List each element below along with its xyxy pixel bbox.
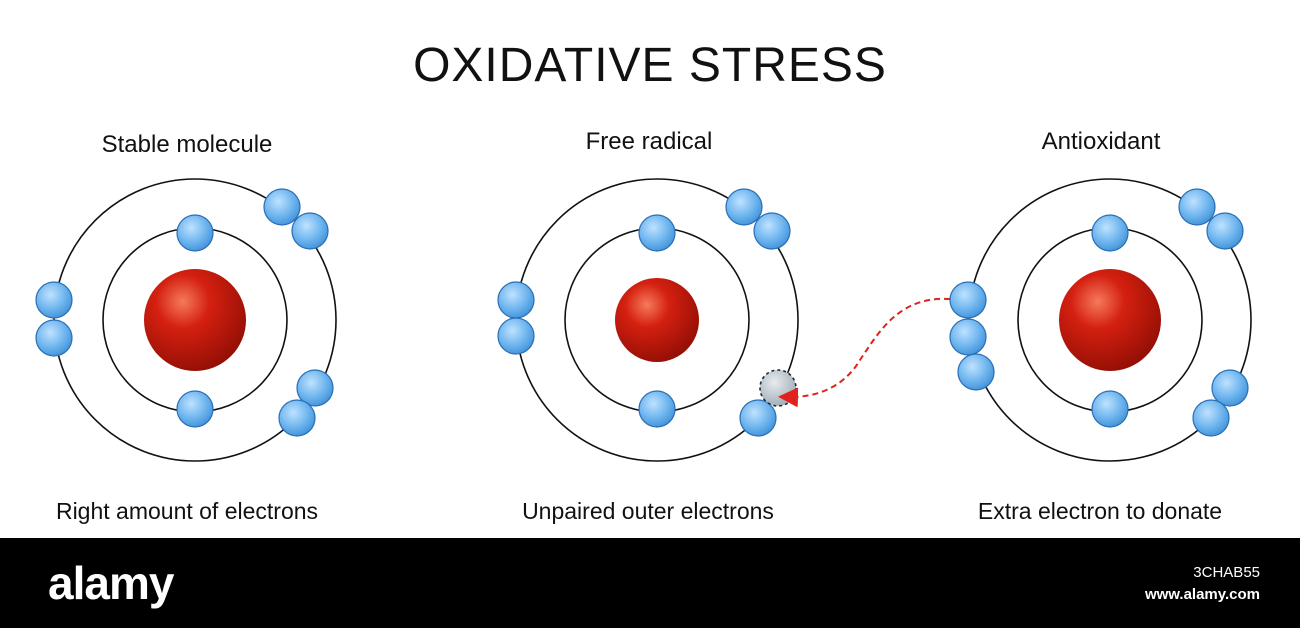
nucleus: [615, 278, 699, 362]
watermark-footer: alamy 3CHAB55 www.alamy.com: [0, 538, 1300, 628]
electron: [739, 399, 777, 437]
electron: [949, 318, 987, 356]
stable-molecule-atom: [35, 178, 337, 462]
electron: [1211, 369, 1249, 407]
image-id: 3CHAB55: [1193, 564, 1260, 581]
electron: [1206, 212, 1244, 250]
electron: [278, 399, 316, 437]
electron-transfer-arrow: [778, 297, 951, 408]
electron: [753, 212, 791, 250]
electron: [35, 281, 73, 319]
electron: [296, 369, 334, 407]
antioxidant-atom: [949, 178, 1252, 462]
electron: [949, 281, 987, 319]
antioxidant-title: Antioxidant: [1041, 128, 1161, 155]
electron: [638, 390, 676, 428]
electron: [638, 214, 676, 252]
electron: [263, 188, 301, 226]
stable-molecule-title: Stable molecule: [101, 131, 273, 158]
electron: [291, 212, 329, 250]
diagram-title: OXIDATIVE STRESS: [413, 39, 887, 92]
electron: [497, 281, 535, 319]
electron: [1192, 399, 1230, 437]
antioxidant-caption: Extra electron to donate: [977, 498, 1223, 524]
electron: [497, 317, 535, 355]
free-radical-title: Free radical: [585, 128, 713, 155]
electron: [1091, 390, 1129, 428]
electron: [35, 319, 73, 357]
electron: [176, 214, 214, 252]
free-radical-caption: Unpaired outer electrons: [522, 498, 774, 524]
electron: [725, 188, 763, 226]
stable-molecule-caption: Right amount of electrons: [55, 498, 319, 524]
electron: [957, 353, 995, 391]
atom-diagrams: [35, 178, 1252, 462]
electron: [176, 390, 214, 428]
alamy-logo: alamy: [48, 557, 174, 609]
nucleus: [1059, 269, 1161, 371]
site-url: www.alamy.com: [1144, 586, 1260, 603]
electron: [1091, 214, 1129, 252]
missing-electron: [759, 369, 797, 407]
free-radical-atom: [497, 178, 799, 462]
electron: [1178, 188, 1216, 226]
nucleus: [144, 269, 246, 371]
